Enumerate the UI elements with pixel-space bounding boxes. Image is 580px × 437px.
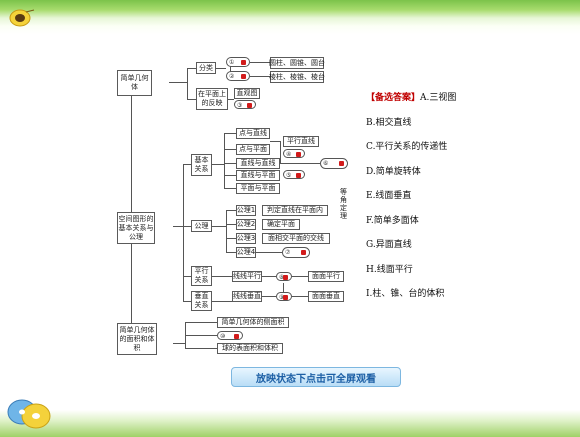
node-axiom-2: 公理2 (236, 219, 256, 230)
node-plane-plane-parallel: 面面平行 (308, 271, 344, 282)
answer-item-b: B.相交直线 (366, 117, 412, 128)
fullscreen-play-button[interactable]: 放映状态下点击可全屏观看 (231, 367, 401, 387)
answer-item-e: E.线面垂直 (366, 191, 412, 201)
blank-pill-5: ⑤ (283, 170, 305, 179)
node-plane-plane-perpendicular: 面面垂直 (308, 291, 344, 302)
answer-item-i: I.柱、锥、台的体积 (366, 289, 445, 299)
answer-item-g: G.异面直线 (366, 240, 412, 250)
node-lateral-area: 简单几何体的侧面积 (217, 317, 289, 328)
node-simple-geometry: 简单几何体 (117, 70, 152, 96)
node-cylinder-cone-frustum: 圆柱、圆锥、圆台 (269, 57, 325, 69)
node-space-relations-axioms: 空间图形的基本关系与公理 (117, 212, 155, 244)
blank-pill-8: ⑧ (276, 272, 292, 281)
node-line-line-perpendicular: 线线垂直 (232, 291, 262, 302)
node-perpendicular-relation: 垂直关系 (191, 291, 212, 311)
node-axiom-3-desc: 面相交平面的交线 (262, 233, 330, 244)
node-axiom-1: 公理1 (236, 205, 256, 216)
blank-pill-9: ⑨ (276, 292, 292, 301)
answer-item-d: D.简单旋转体 (366, 166, 421, 177)
blank-pill-4: ④ (283, 149, 305, 158)
answer-list: 【备选答案】A.三视图 B.相交直线 C.平行关系的传递性 D.简单旋转体 E.… (366, 91, 566, 312)
node-axiom-4: 公理4 (236, 247, 256, 258)
node-line-line-parallel: 线线平行 (232, 271, 262, 282)
node-axiom-2-desc: 确定平面 (262, 219, 300, 230)
node-classification: 分类 (196, 62, 216, 74)
node-equal-angle-theorem: 等角定理 (340, 188, 347, 220)
node-parallel-lines: 平行直线 (283, 136, 319, 147)
answer-label: 【备选答案】 (366, 93, 421, 103)
node-prism-pyramid-frustum: 棱柱、棱锥、棱台 (269, 71, 325, 83)
answer-item-f: F.简单多面体 (366, 215, 419, 226)
answer-item-a: 【备选答案】A.三视图 (366, 93, 457, 103)
node-point-plane: 点与平面 (236, 144, 270, 155)
node-axiom-1-desc: 判定直线在平面内 (262, 205, 328, 216)
node-plane-representation: 在平面上的反映 (196, 88, 228, 110)
blank-pill-3: ③ (234, 100, 256, 109)
node-sphere-area-volume: 球的表面积和体积 (217, 343, 283, 354)
node-plane-plane: 平面与平面 (236, 183, 280, 194)
blank-pill-1: ① (226, 57, 250, 67)
node-axiom-3: 公理3 (236, 233, 256, 244)
blank-pill-6: ⑥ (320, 158, 348, 169)
answer-item-c: C.平行关系的传递性 (366, 142, 448, 152)
slide-footer-band (0, 410, 580, 437)
blank-pill-7: ⑦ (282, 247, 310, 258)
eye-logo-icon (9, 9, 35, 27)
node-line-line: 直线与直线 (236, 158, 280, 169)
node-basic-relations: 基本关系 (191, 154, 212, 176)
cd-decoration-icon (7, 399, 51, 429)
node-axiom: 公理 (191, 220, 212, 232)
blank-pill-10: ⑩ (217, 331, 243, 340)
node-point-line: 点与直线 (236, 128, 270, 139)
blank-pill-2: ② (226, 71, 250, 81)
answer-item-h: H.线面平行 (366, 264, 413, 275)
node-parallel-relation: 平行关系 (191, 266, 212, 286)
node-area-volume: 简单几何体的面积和体积 (117, 323, 157, 355)
node-line-plane: 直线与平面 (236, 170, 280, 181)
node-intuitive-view: 直观图 (234, 88, 260, 99)
